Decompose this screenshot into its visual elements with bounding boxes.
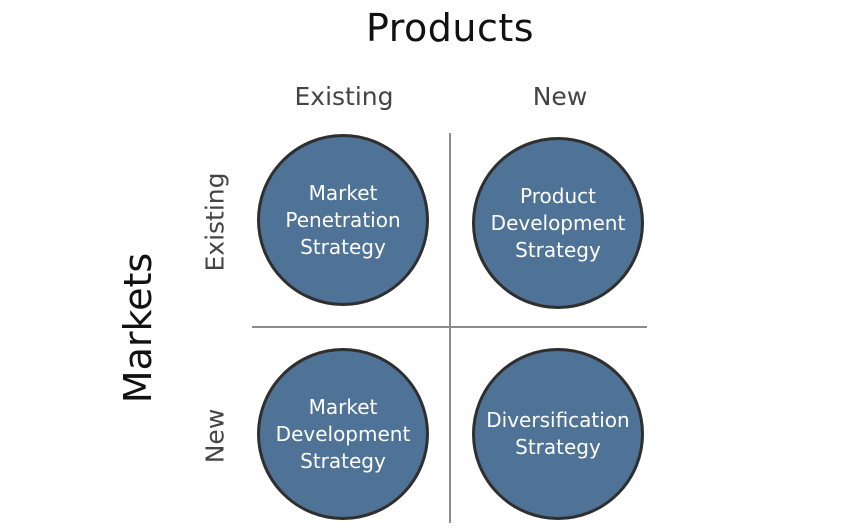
quadrant-text-line: Development xyxy=(275,421,411,446)
quadrant-text-line: Diversification xyxy=(486,408,630,432)
quadrant-market-penetration: Market Penetration Strategy xyxy=(257,134,429,306)
vertical-divider xyxy=(449,133,451,523)
quadrant-text-line: Product xyxy=(520,183,596,208)
quadrant-text-line: Strategy xyxy=(515,435,601,459)
column-label-new: New xyxy=(532,82,588,111)
quadrant-text-line: Strategy xyxy=(300,234,386,259)
column-label-existing: Existing xyxy=(294,82,394,111)
horizontal-divider xyxy=(252,326,647,328)
quadrant-text-line: Development xyxy=(490,210,626,235)
row-label-new: New xyxy=(200,408,230,464)
quadrant-text-line: Strategy xyxy=(515,237,601,262)
quadrant-text-line: Strategy xyxy=(300,448,386,473)
quadrant-diversification: Diversification Strategy xyxy=(472,348,644,520)
quadrant-text-line: Market xyxy=(308,180,378,205)
row-label-existing: Existing xyxy=(200,172,230,272)
quadrant-market-development: Market Development Strategy xyxy=(257,348,429,520)
quadrant-text-line: Market xyxy=(308,394,378,419)
markets-title: Markets xyxy=(116,252,160,404)
quadrant-text-line: Penetration xyxy=(285,207,401,232)
products-title: Products xyxy=(365,6,535,50)
quadrant-product-development: Product Development Strategy xyxy=(472,137,644,309)
